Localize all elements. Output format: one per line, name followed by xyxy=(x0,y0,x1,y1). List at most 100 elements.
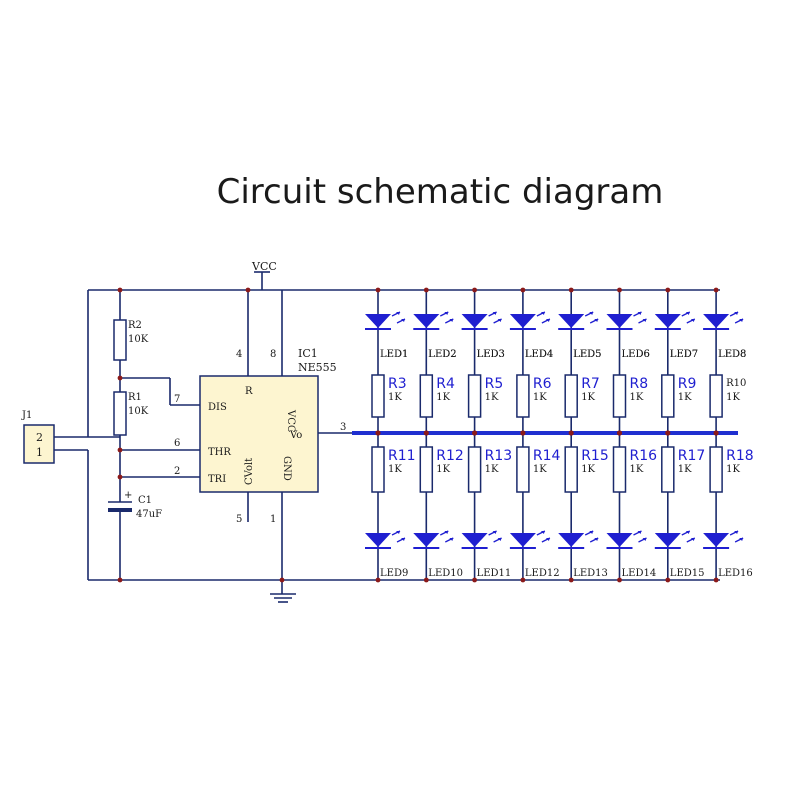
resistor-label: R4 xyxy=(436,376,455,392)
led-diode xyxy=(413,530,454,549)
resistor-label: R3 xyxy=(388,376,407,392)
resistor-label: R17 xyxy=(678,448,706,464)
c1-ref: C1 xyxy=(138,495,152,506)
led-diode xyxy=(509,311,551,330)
pin-name-gnd: GND xyxy=(281,456,292,481)
junction-dot xyxy=(375,577,381,583)
junction-dot xyxy=(665,430,671,436)
resistor xyxy=(516,446,530,493)
led-diode xyxy=(606,530,647,549)
connector-pin-bottom: 1 xyxy=(36,446,43,459)
resistor xyxy=(516,374,530,418)
ground-symbol xyxy=(270,580,296,603)
vcc-symbol: VCC xyxy=(251,260,277,290)
led-label: LED12 xyxy=(525,568,560,579)
ic-ref: IC1 xyxy=(298,347,318,360)
led-label: LED10 xyxy=(428,568,463,579)
junction-dot xyxy=(713,577,719,583)
junction-dot xyxy=(520,430,526,436)
c1-value: 47uF xyxy=(136,509,162,520)
led-label: LED8 xyxy=(718,349,746,360)
led-label: LED8 xyxy=(718,349,746,360)
led-label: LED2 xyxy=(428,349,456,360)
resistor-value: 1K xyxy=(485,392,499,403)
r1-ref: R1 xyxy=(128,392,142,403)
resistor-r1 xyxy=(113,391,127,436)
led-diode xyxy=(558,311,599,330)
ic-part: NE555 xyxy=(298,361,337,374)
capacitor-c1: + xyxy=(108,490,132,580)
r1-value: 10K xyxy=(128,406,149,417)
led-diode xyxy=(413,311,454,330)
resistor-value: 1K xyxy=(581,392,595,403)
led-label: LED16 xyxy=(718,568,753,579)
connector-j1: J1 2 1 xyxy=(21,410,120,464)
led-diode xyxy=(365,530,406,549)
junction-dot xyxy=(375,430,381,436)
junction-dot xyxy=(423,430,429,436)
junction-dot xyxy=(665,287,671,293)
resistor xyxy=(612,446,627,493)
resistor xyxy=(371,374,385,418)
resistor-value: 1K xyxy=(436,464,450,475)
r2-value: 10K xyxy=(128,334,149,345)
resistor-value: 1K xyxy=(726,464,740,475)
resistor xyxy=(419,446,434,493)
pin-name-thr: THR xyxy=(208,447,231,458)
junction-dot xyxy=(568,577,574,583)
junction-dot xyxy=(472,430,478,436)
junction-dot xyxy=(117,287,123,293)
resistor-label: R8 xyxy=(630,376,649,392)
led-label: LED3 xyxy=(477,349,505,360)
led-label: LED3 xyxy=(477,349,505,360)
vcc-label: VCC xyxy=(251,260,277,273)
resistor xyxy=(564,446,578,493)
resistor xyxy=(612,374,627,418)
led-label: LED5 xyxy=(573,349,601,360)
led-diode xyxy=(558,530,599,549)
led-diode xyxy=(365,311,406,330)
connector-ref: J1 xyxy=(21,410,32,421)
resistor xyxy=(661,374,675,418)
junction-dot xyxy=(617,287,622,293)
junction-dot xyxy=(472,577,477,583)
resistor-value: 1K xyxy=(726,392,740,403)
led-diode xyxy=(703,530,744,549)
led-diode xyxy=(461,530,502,549)
pin-name-dis: DIS xyxy=(208,402,227,413)
connector-pin-top: 2 xyxy=(36,431,43,444)
resistor-value: 1K xyxy=(436,392,450,403)
led-label: LED7 xyxy=(670,349,698,360)
pin-name-cv: CVolt xyxy=(244,458,255,485)
junction-dot xyxy=(117,447,123,453)
pin-num-dis: 7 xyxy=(174,394,180,405)
led-label: LED6 xyxy=(622,349,650,360)
junction-dot xyxy=(423,577,429,583)
junction-dot xyxy=(568,430,574,436)
led-label: LED11 xyxy=(477,568,512,579)
led-label: LED6 xyxy=(622,349,650,360)
led-label: LED2 xyxy=(428,349,456,360)
resistor-value: 1K xyxy=(533,464,547,475)
led-diode xyxy=(461,311,502,330)
led-label: LED5 xyxy=(573,349,601,360)
junction-dot xyxy=(713,287,719,293)
resistor-label: R13 xyxy=(485,448,513,464)
resistor xyxy=(709,374,723,418)
pin-num-r: 4 xyxy=(236,349,242,360)
resistor xyxy=(709,446,723,493)
led-diode xyxy=(509,530,551,549)
resistor-label: R10 xyxy=(726,378,746,389)
resistor-value: 1K xyxy=(485,464,499,475)
resistor xyxy=(371,446,385,493)
resistor-label: R18 xyxy=(726,448,754,464)
junction-dot xyxy=(117,577,123,583)
junction-dot xyxy=(520,577,526,583)
junction-dot xyxy=(245,287,251,293)
junction-dot xyxy=(665,577,671,583)
